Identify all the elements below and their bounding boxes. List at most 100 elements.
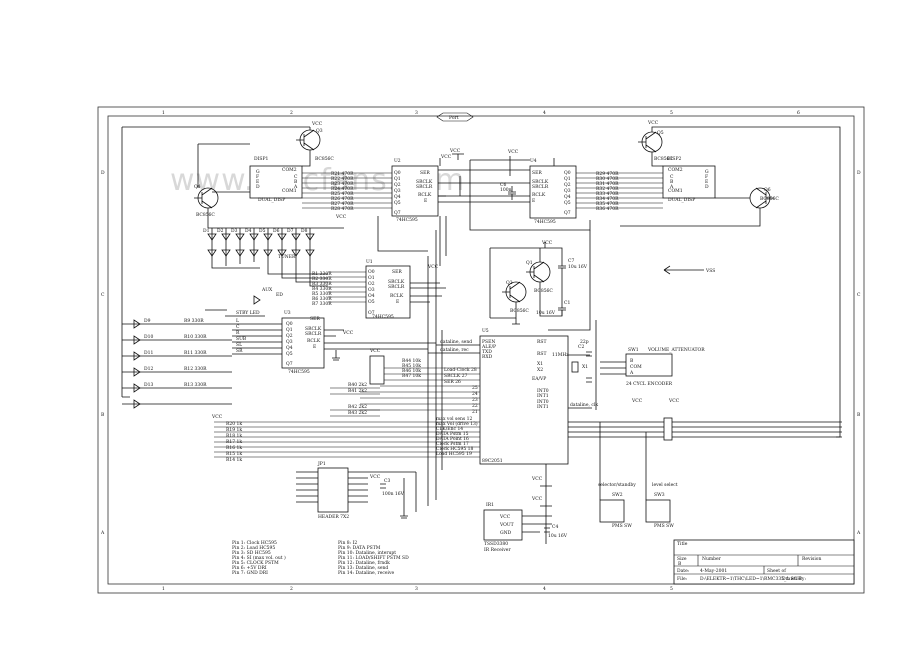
svg-text:21: 21 xyxy=(472,409,478,415)
svg-text:R14 1k: R14 1k xyxy=(226,457,242,463)
svg-text:SL: SL xyxy=(236,342,242,348)
svg-text:24 CYCL ENCODER: 24 CYCL ENCODER xyxy=(626,381,673,387)
svg-text:R7 330R: R7 330R xyxy=(312,301,332,307)
svg-text:Q4: Q4 xyxy=(564,194,571,200)
ed-label: ED xyxy=(276,292,283,298)
svg-text:E: E xyxy=(396,299,399,305)
svg-text:B: B xyxy=(294,179,298,185)
port-tab: Port xyxy=(436,112,474,122)
svg-text:SRCLK 27: SRCLK 27 xyxy=(444,373,468,379)
svg-text:R: R xyxy=(236,330,240,336)
col-1-bottom: 1 xyxy=(162,586,165,592)
svg-text:VCC: VCC xyxy=(647,120,659,126)
svg-text:G: G xyxy=(705,169,709,175)
svg-text:VOLUME_ATTENUATOR: VOLUME_ATTENUATOR xyxy=(647,347,705,353)
svg-text:SRCLK: SRCLK xyxy=(416,179,433,185)
svg-text:dataline, rec: dataline, rec xyxy=(440,347,469,353)
svg-text:Q5: Q5 xyxy=(394,200,401,206)
col-3-top: 3 xyxy=(415,110,418,116)
svg-text:R32 470R: R32 470R xyxy=(596,186,619,192)
svg-text:Load HC595 19: Load HC595 19 xyxy=(436,451,472,457)
svg-text:25: 25 xyxy=(472,385,478,391)
svg-text:R16 1k: R16 1k xyxy=(226,445,242,451)
svg-text:DISP2: DISP2 xyxy=(667,156,681,162)
col-3-bottom: 3 xyxy=(415,586,418,592)
svg-text:R44 10k: R44 10k xyxy=(402,358,421,364)
left-leds: D9 D10 D11 D12 D13 R9 330R R10 330R R11 … xyxy=(122,318,282,409)
svg-text:CLK/Enc 14: CLK/Enc 14 xyxy=(436,426,463,432)
row-c-right: C xyxy=(857,292,861,298)
svg-text:SER: SER xyxy=(532,170,542,176)
ic-u1: U1 74HC595 VCC O0 O1 O2 O3 O4 O5 O7 SER … xyxy=(365,259,439,320)
svg-text:Q7: Q7 xyxy=(286,361,293,367)
svg-text:GND: GND xyxy=(500,530,512,536)
svg-text:100n: 100n xyxy=(500,187,512,193)
svg-text:Pin 13: Dataline, send: Pin 13: Dataline, send xyxy=(338,565,388,571)
svg-text:dataline, send: dataline, send xyxy=(440,339,472,345)
svg-text:R5 330R: R5 330R xyxy=(312,291,332,297)
svg-text:Q1: Q1 xyxy=(394,176,401,182)
svg-text:COM1: COM1 xyxy=(282,188,297,194)
svg-text:DATA Pstm 15: DATA Pstm 15 xyxy=(436,431,469,437)
svg-text:L: L xyxy=(236,318,239,324)
svg-text:R23 470R: R23 470R xyxy=(331,181,354,187)
svg-text:C: C xyxy=(294,174,298,180)
number-label: Number xyxy=(702,556,722,562)
file-label: File: xyxy=(677,576,688,582)
svg-text:R11 330R: R11 330R xyxy=(184,350,207,356)
svg-text:INT1: INT1 xyxy=(537,404,549,410)
svg-text:Pin 6: +5V DRI: Pin 6: +5V DRI xyxy=(232,565,267,571)
svg-text:EA/VP: EA/VP xyxy=(532,376,546,382)
svg-text:Q2: Q2 xyxy=(286,333,293,339)
row-a-right: A xyxy=(856,530,861,536)
svg-text:Q2: Q2 xyxy=(564,182,571,188)
svg-text:Q0: Q0 xyxy=(394,170,401,176)
svg-text:SRCLR: SRCLR xyxy=(532,184,549,190)
svg-text:Q3: Q3 xyxy=(394,188,401,194)
svg-text:A: A xyxy=(293,184,298,190)
svg-text:D: D xyxy=(705,184,709,190)
svg-text:VSS: VSS xyxy=(705,268,715,274)
svg-text:HEADER 7X2: HEADER 7X2 xyxy=(318,514,349,520)
capacitor-c4: C4 10u 16V xyxy=(544,524,568,539)
svg-text:R20 1k: R20 1k xyxy=(226,421,242,427)
resistors-1k: R20 1k R19 1k R18 1k R17 1k R16 1k R15 1… xyxy=(211,414,242,463)
svg-text:VCC: VCC xyxy=(427,264,439,270)
svg-text:Load-Clock 28: Load-Clock 28 xyxy=(444,367,477,373)
svg-text:RXD: RXD xyxy=(482,354,493,360)
svg-text:Q5: Q5 xyxy=(286,351,293,357)
svg-text:INT0: INT0 xyxy=(537,388,549,394)
svg-text:Port: Port xyxy=(449,115,459,121)
right-resistors: VCC VCC xyxy=(568,398,842,441)
col-2-bottom: 2 xyxy=(290,586,293,592)
aux-label: AUX xyxy=(261,287,273,293)
svg-text:Q0: Q0 xyxy=(286,321,293,327)
svg-text:Q2: Q2 xyxy=(394,182,401,188)
svg-text:Pin 3: SD HC595: Pin 3: SD HC595 xyxy=(232,550,271,556)
svg-text:R29 470R: R29 470R xyxy=(596,171,619,177)
svg-text:selector/standby: selector/standby xyxy=(598,482,636,488)
svg-text:23: 23 xyxy=(472,397,478,403)
svg-text:TXD: TXD xyxy=(482,349,492,355)
svg-text:SR: SR xyxy=(236,348,243,354)
svg-text:PMS SW: PMS SW xyxy=(612,523,632,529)
svg-text:Q7: Q7 xyxy=(394,210,401,216)
svg-text:D1: D1 xyxy=(203,228,210,234)
svg-text:Pin 9: DATA PSTM: Pin 9: DATA PSTM xyxy=(338,545,381,551)
svg-text:VCC: VCC xyxy=(531,476,543,482)
svg-text:RCLK: RCLK xyxy=(418,192,432,198)
header-jp1: JP1 HEADER 7X2 xyxy=(296,461,416,520)
svg-text:SER: SER xyxy=(310,316,320,322)
svg-text:Pin 2: Load HC595: Pin 2: Load HC595 xyxy=(232,545,275,551)
svg-text:R27 470R: R27 470R xyxy=(331,201,354,207)
svg-text:O3: O3 xyxy=(368,287,375,293)
svg-text:Q5: Q5 xyxy=(564,200,571,206)
svg-text:F: F xyxy=(256,174,259,180)
svg-text:R10 330R: R10 330R xyxy=(184,334,207,340)
svg-text:RCLK: RCLK xyxy=(307,338,321,344)
display-disp1: DISP1 COM2 COM1 DUAL_DISP G F E D C B A xyxy=(249,156,303,203)
size-value: B xyxy=(678,561,682,567)
svg-text:C7: C7 xyxy=(568,258,574,264)
border-columns: 1 2 3 4 5 6 1 2 3 4 5 xyxy=(162,110,800,592)
resistors-u4: R29 470R R30 470R R31 470R R32 470R R33 … xyxy=(576,171,663,212)
